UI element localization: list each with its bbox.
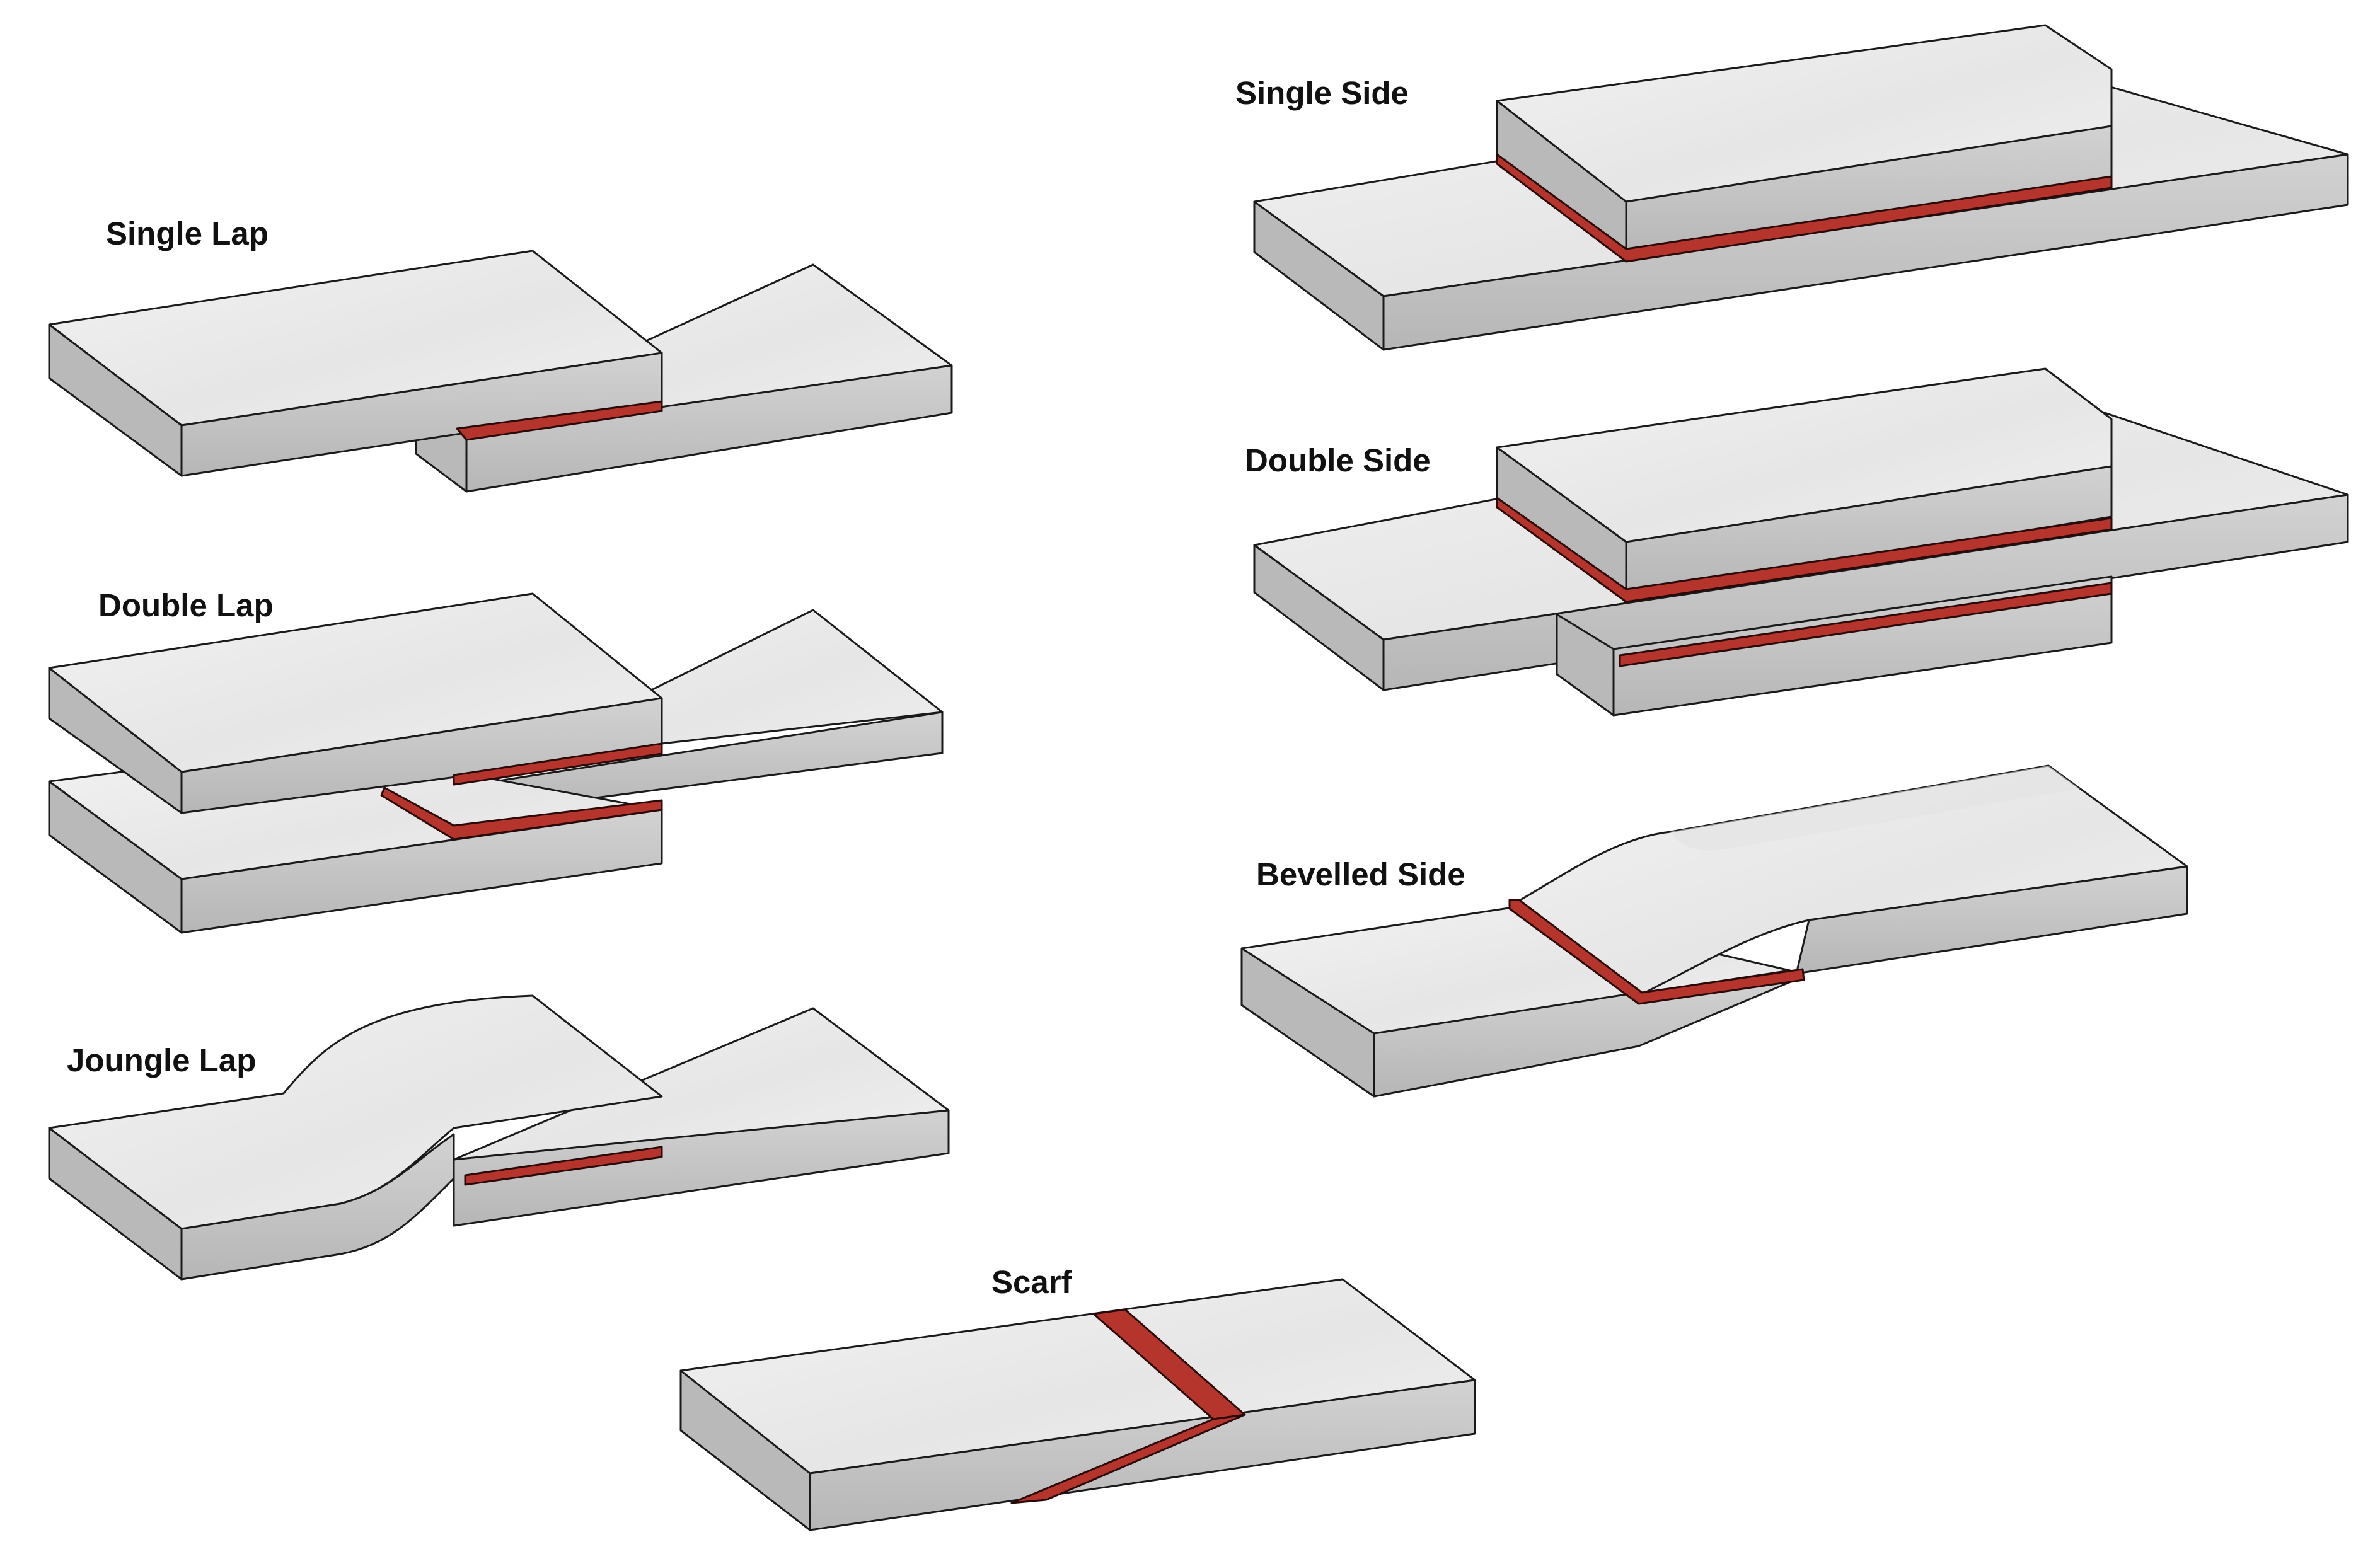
double-side-joint: Double Side [1245,367,2349,717]
double-lap-joint: Double Lap [48,587,944,934]
scarf-label: Scarf [991,1264,1073,1300]
joungle-lap-curved-adherend [48,994,663,1281]
joungle-lap-right-adherend [453,1007,950,1227]
double-lap-upper-adhesive-layer [453,742,663,786]
bevelled-side-adhesive-layer [1508,899,1805,1005]
single-side-adhesive-layer [1496,153,2113,263]
bevelled-side-joint: Bevelled Side [1240,764,2188,1098]
double-lap-top-adherend [48,592,663,814]
scarf-adhesive-front-strip [1010,1413,1246,1504]
double-lap-label: Double Lap [98,587,274,623]
single-lap-adhesive-layer [456,400,663,441]
double-side-label: Double Side [1245,442,1431,478]
bevelled-side-label: Bevelled Side [1256,856,1465,892]
double-side-top-cover [1496,367,2113,597]
joungle-lap-label: Joungle Lap [67,1042,256,1078]
single-lap-joint: Single Lap [48,216,953,493]
joungle-lap-joint: Joungle Lap [48,994,950,1281]
single-side-label: Single Side [1235,75,1409,111]
double-lap-lower-adhesive-layer [380,786,663,841]
bevelled-side-bevelled-cover [1511,764,2188,997]
single-side-joint: Single Side [1235,24,2349,351]
bevelled-side-base-adherend [1240,906,1804,1098]
joungle-lap-adhesive-layer [464,1146,663,1186]
single-lap-label: Single Lap [106,216,269,251]
single-lap-upper-adherend [48,250,663,477]
double-side-upper-adhesive-layer [1496,497,2113,603]
double-side-lower-adhesive-layer [1619,582,2113,667]
scarf-joint: Scarf [679,1264,1476,1531]
